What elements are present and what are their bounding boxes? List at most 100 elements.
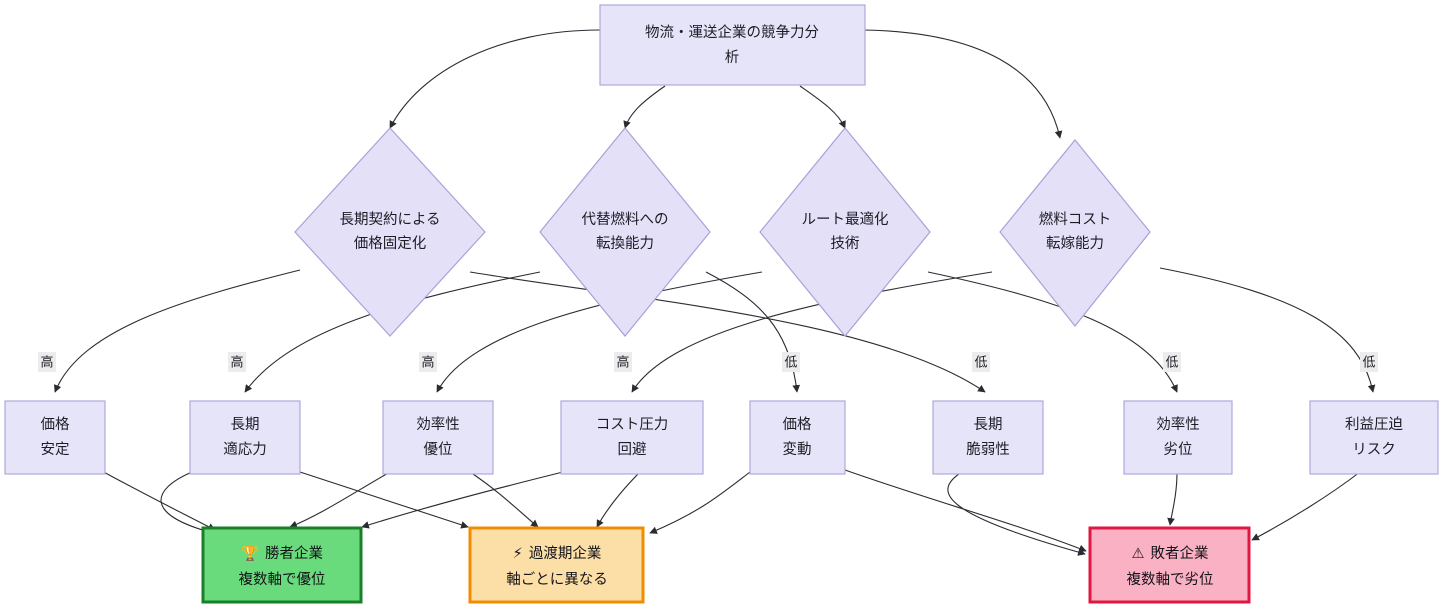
decision-2-label-line1: 代替燃料への [582, 210, 669, 228]
edge-label-bg-7 [1163, 352, 1181, 372]
transition-label-line1: ⚡ 過渡期企業 [513, 544, 602, 562]
outcome-8-shape [1309, 400, 1439, 475]
outcome-5-shape [749, 400, 846, 475]
edge-o3-winner [289, 471, 391, 528]
decision-4-label-line2: 転嫁能力 [1046, 235, 1104, 252]
node-verdict-transition[interactable]: ⚡ 過渡期企業 軸ごとに異なる [468, 526, 645, 604]
warning-icon: ⚠ [1132, 546, 1145, 562]
node-outcome-5[interactable]: 価格 変動 [749, 400, 846, 475]
edge-d4-o8 [1159, 267, 1376, 393]
outcome-1-label-line1: 価格 [41, 416, 70, 433]
node-outcome-7[interactable]: 効率性 劣位 [1123, 400, 1233, 475]
edge-o6-loser [947, 471, 1086, 556]
edge-o4-winner [361, 471, 564, 529]
transition-label-line2: 軸ごとに異なる [506, 571, 608, 588]
edge-o1-winner [99, 469, 216, 531]
winner-label-line1: 🏆勝者企業 [241, 544, 323, 562]
root-node-shape [599, 4, 866, 86]
outcome-3-shape [382, 400, 494, 475]
outcome-4-label-line1: コスト圧力 [596, 416, 669, 433]
edge-label-bg-3 [419, 352, 437, 372]
transition-shape [468, 526, 645, 604]
edge-root-d1 [389, 29, 601, 129]
node-outcome-1[interactable]: 価格 安定 [4, 400, 106, 475]
loser-title: 敗者企業 [1151, 544, 1209, 562]
outcome-3-label-line2: 優位 [424, 441, 453, 458]
node-outcome-2[interactable]: 長期 適応力 [189, 400, 301, 475]
edge-labels: 高 高 高 高 低 低 低 低 [38, 352, 1378, 372]
node-decision-3[interactable]: ルート最適化 技術 [759, 127, 931, 337]
edge-root-d2 [623, 85, 666, 129]
outcome-8-label-line1: 利益圧迫 [1345, 416, 1403, 433]
decision-1-label-line1: 長期契約による [339, 211, 440, 228]
outcome-6-shape [932, 400, 1044, 475]
outcome-6-label-line2: 脆弱性 [966, 440, 1010, 458]
edge-o2-transition [299, 471, 469, 529]
edge-label-o8: 低 [1362, 354, 1375, 369]
edge-o2-winner [160, 471, 214, 535]
outcome-2-label-line2: 適応力 [223, 440, 267, 458]
node-decision-1[interactable]: 長期契約による 価格固定化 [294, 127, 486, 337]
outcome-8-label-line2: リスク [1352, 441, 1396, 458]
edges-decisions-to-outcomes [54, 267, 1376, 393]
outcome-5-label-line2: 変動 [783, 441, 812, 458]
edge-label-o3: 高 [421, 354, 434, 369]
outcome-7-label-line2: 劣位 [1164, 441, 1193, 458]
outcome-2-shape [189, 400, 301, 475]
node-verdict-winner[interactable]: 🏆勝者企業 複数軸で優位 [201, 526, 363, 604]
edge-label-o7: 低 [1165, 354, 1178, 369]
edge-o8-loser [1251, 471, 1361, 541]
edge-o5-loser [844, 469, 1087, 553]
edge-label-bg-8 [1360, 352, 1378, 372]
outcome-3-label-line1: 効率性 [416, 416, 460, 433]
trophy-icon: 🏆 [241, 544, 259, 562]
winner-shape [201, 526, 363, 604]
node-decision-4[interactable]: 燃料コスト 転嫁能力 [999, 139, 1151, 327]
outcome-7-label-line1: 効率性 [1156, 416, 1200, 433]
edge-label-o2: 高 [230, 354, 243, 369]
edge-root-d4 [863, 29, 1063, 139]
decision-1-label-line2: 価格固定化 [354, 235, 427, 252]
outcome-2-label-line1: 長期 [231, 416, 260, 433]
transition-title: 過渡期企業 [529, 544, 602, 562]
edge-d3-o3 [436, 271, 763, 393]
edge-label-o5: 低 [784, 354, 797, 369]
decision-3-label-line2: 技術 [831, 235, 860, 252]
edge-o7-loser [1167, 471, 1178, 526]
decision-2-shape [539, 127, 711, 337]
node-outcome-8[interactable]: 利益圧迫 リスク [1309, 400, 1439, 475]
edges-outcomes-to-verdicts [99, 469, 1361, 556]
loser-shape [1088, 526, 1251, 604]
edges-root-to-decisions [389, 29, 1063, 139]
edge-o3-transition [469, 471, 539, 528]
outcome-1-label-line2: 安定 [41, 441, 70, 458]
loser-label-line1: ⚠ 敗者企業 [1132, 544, 1209, 562]
node-outcome-4[interactable]: コスト圧力 回避 [560, 400, 704, 475]
edge-label-o1: 高 [40, 354, 53, 369]
decision-3-label-line1: ルート最適化 [802, 210, 889, 228]
node-decision-2[interactable]: 代替燃料への 転換能力 [539, 127, 711, 337]
root-node-label-line1: 物流・運送企業の競争力分 [645, 23, 819, 41]
node-outcome-3[interactable]: 効率性 優位 [382, 400, 494, 475]
winner-label-line2: 複数軸で優位 [239, 571, 326, 588]
node-outcome-6[interactable]: 長期 脆弱性 [932, 400, 1044, 475]
edge-label-bg-6 [972, 352, 990, 372]
edge-root-d3 [799, 85, 846, 129]
node-root[interactable]: 物流・運送企業の競争力分 析 [599, 4, 866, 86]
edge-label-bg-5 [782, 352, 800, 372]
outcome-7-shape [1123, 400, 1233, 475]
edge-label-bg-2 [228, 352, 246, 372]
decision-4-label-line1: 燃料コスト [1039, 210, 1112, 228]
node-verdict-loser[interactable]: ⚠敗者企業 複数軸で劣位 [1088, 526, 1251, 604]
edge-d1-o1 [54, 269, 301, 393]
lightning-icon: ⚡ [513, 546, 523, 562]
edge-d2-o5 [705, 271, 801, 393]
edge-o4-transition [596, 471, 641, 528]
outcome-6-label-line1: 長期 [974, 416, 1003, 433]
edge-d4-o4 [631, 271, 993, 393]
root-node-label-line2: 析 [725, 49, 740, 66]
edge-d2-o2 [244, 271, 541, 393]
edge-label-bg-1 [38, 352, 56, 372]
